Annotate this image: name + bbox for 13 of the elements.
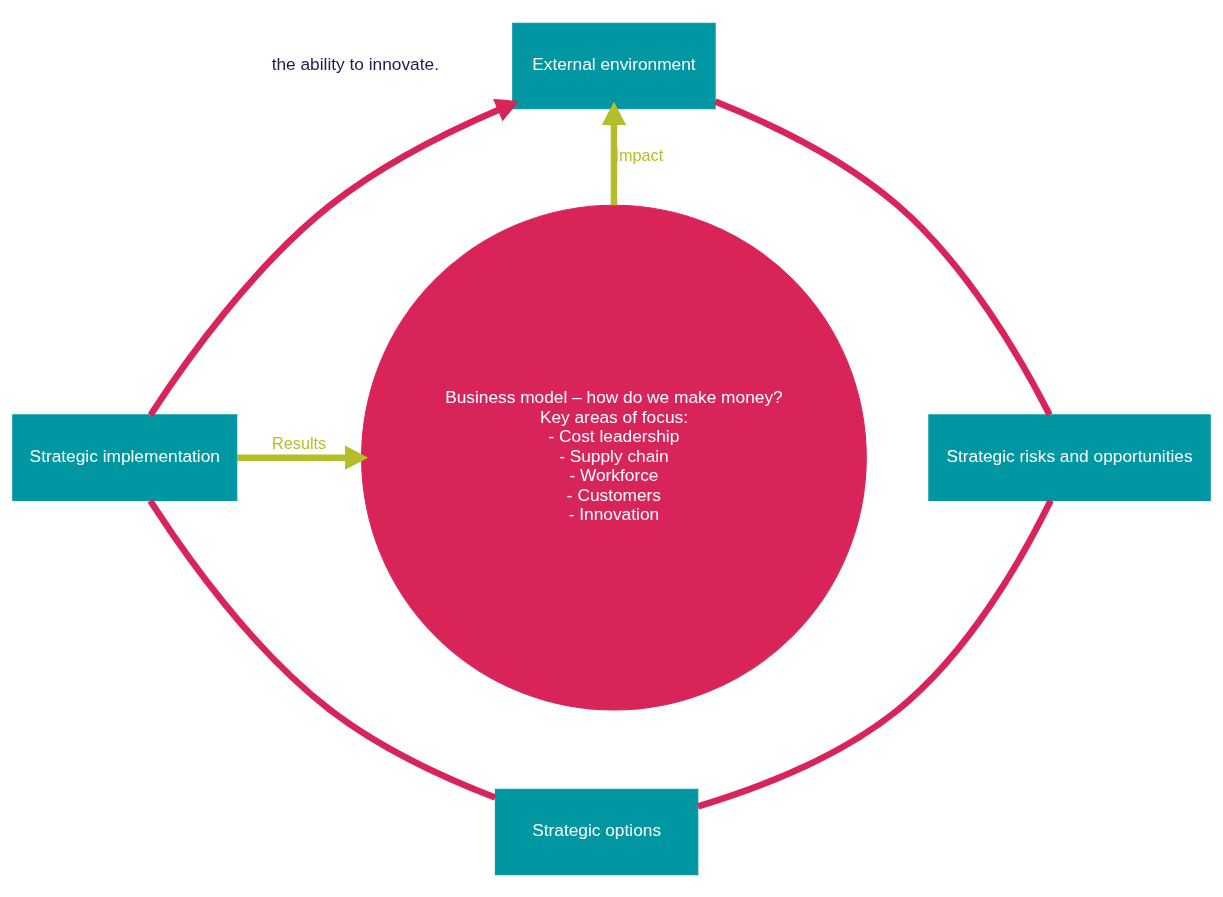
arrow [237,444,369,470]
connector [714,98,1053,416]
node-circle: Business model – how do we make money? Key areas of focus: - Cost leadership - Supply chain - Workforce - Customers - Innovation [361,204,867,711]
arrow [147,98,520,417]
label: the ability to innovate. [271,53,439,74]
connector [147,498,497,801]
node-box: Strategic risks and opportunities [928,413,1211,501]
node-box: Strategic implementation [12,413,238,501]
edge-label: Results [272,433,327,452]
arrow [601,101,627,205]
node-box: External environment [512,22,716,109]
node-box: Strategic options [494,788,699,875]
connector [697,498,1054,809]
